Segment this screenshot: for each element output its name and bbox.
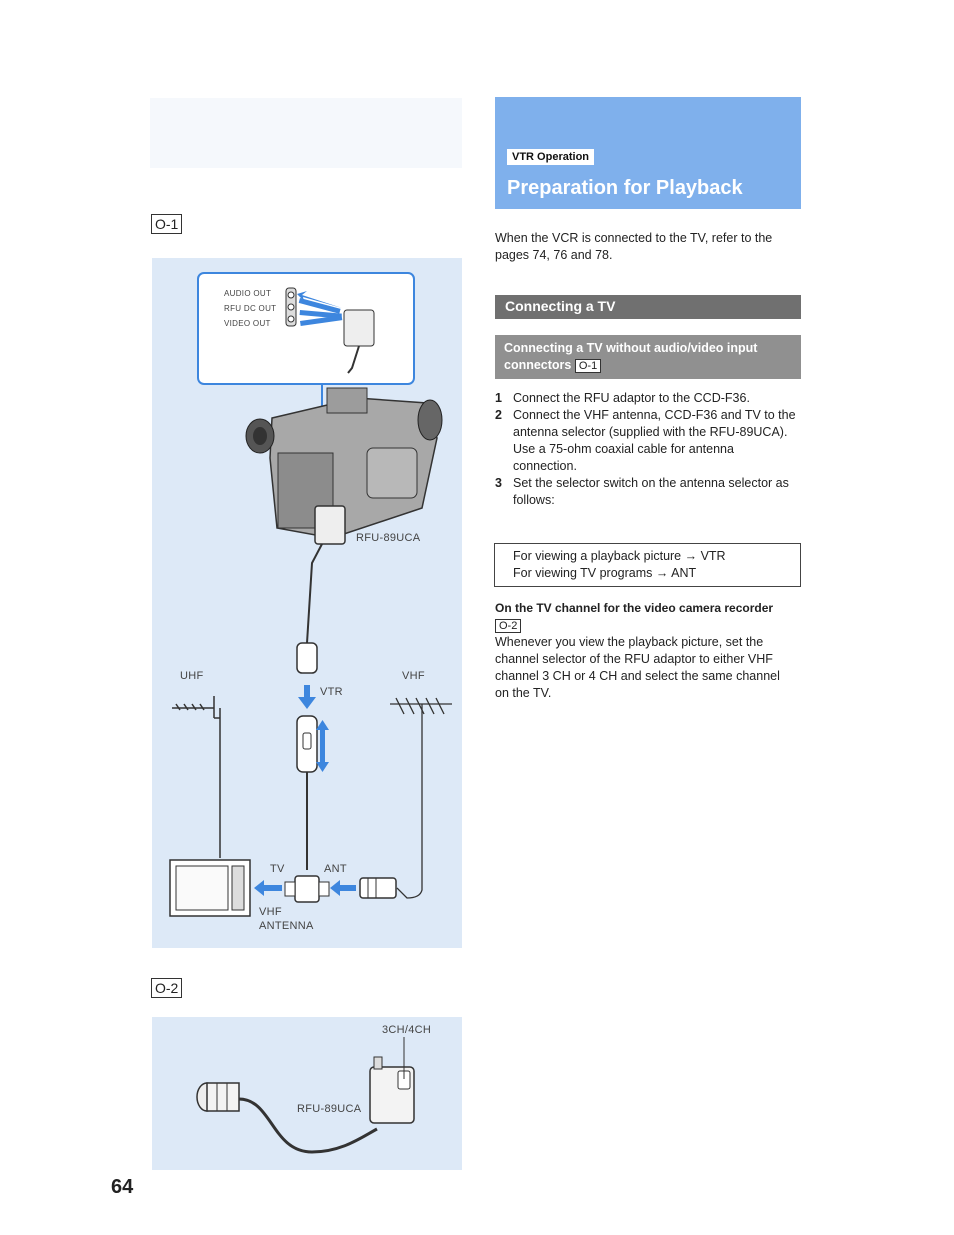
figure-label-o2: O-2 (151, 978, 183, 998)
steps-list: 1 Connect the RFU adaptor to the CCD-F36… (495, 390, 800, 509)
vhf-antenna-label-2: ANTENNA (259, 920, 314, 932)
step-note: Use a 75-ohm coaxial cable for antenna c… (513, 442, 734, 473)
tv-arrow-icon (254, 880, 282, 896)
vhf-label: VHF (402, 670, 425, 682)
rfu-adaptor-diagram (196, 1037, 415, 1154)
section-subtitle: Connecting a TV without audio/video inpu… (504, 341, 758, 372)
ant-arrow-icon (330, 880, 356, 896)
port-label-video-out: VIDEO OUT (224, 319, 271, 328)
step-3: 3 Set the selector switch on the antenna… (495, 475, 800, 509)
step-text: Set the selector switch on the antenna s… (513, 476, 789, 507)
adaptor-cable-icon (238, 1097, 378, 1154)
ant-label: ANT (324, 863, 347, 875)
output-jacks-icon (285, 287, 297, 327)
figure-o2-panel: 3CH/4CH RFU-89UCA (152, 1017, 462, 1170)
channel-heading: On the TV channel for the video camera r… (495, 601, 774, 615)
selector-line-ant: For viewing TV programs → ANT (513, 566, 697, 580)
television-icon (169, 859, 251, 917)
subtitle-ref-o1: O-1 (574, 359, 602, 373)
selector-settings-box: For viewing a playback picture → VTR For… (494, 543, 801, 587)
page-number: 64 (111, 1176, 134, 1198)
section-header: VTR Operation Preparation for Playback (495, 97, 801, 209)
vhf-antenna-icon (390, 697, 452, 899)
rfu-adaptor-icon (314, 505, 346, 545)
channel-section: On the TV channel for the video camera r… (495, 600, 795, 702)
o2-rfu-label: RFU-89UCA (297, 1103, 362, 1115)
figure-o1-panel: AUDIO OUT RFU DC OUT VIDEO OUT RFU-89UCA… (152, 258, 462, 948)
coax-plug-large-icon (196, 1082, 240, 1112)
page-title: Preparation for Playback (507, 177, 743, 199)
plug-arrows-icon (297, 291, 343, 326)
section-subtitle-bar: Connecting a TV without audio/video inpu… (495, 335, 801, 379)
intro-text: When the VCR is connected to the TV, ref… (495, 231, 773, 262)
figure-label-o1: O-1 (151, 214, 183, 234)
camcorder-icon (245, 387, 443, 539)
step-2: 2 Connect the VHF antenna, CCD-F36 and T… (495, 407, 800, 475)
section-title-bar: Connecting a TV (495, 295, 801, 319)
connection-diagram (169, 272, 452, 917)
faint-header-block (150, 98, 462, 168)
uhf-label: UHF (180, 670, 204, 682)
section-title: Connecting a TV (505, 298, 616, 314)
tv-label: TV (270, 863, 285, 875)
splitter-icon (284, 875, 330, 903)
port-label-audio-out: AUDIO OUT (224, 289, 272, 298)
vhf-antenna-label-1: VHF (259, 906, 282, 918)
channel-text: Whenever you view the playback picture, … (495, 635, 780, 700)
uhf-antenna-icon (172, 696, 221, 858)
coax-plug-icon (359, 877, 397, 899)
step-number: 2 (495, 408, 502, 422)
channel-label: 3CH/4CH (382, 1024, 432, 1036)
rfu-adaptor-inset-icon (343, 309, 375, 374)
step-number: 3 (495, 476, 502, 490)
down-arrow-icon (298, 685, 316, 709)
vtr-plug-icon (296, 642, 318, 674)
step-number: 1 (495, 391, 502, 405)
selector-line-vtr: For viewing a playback picture → VTR (513, 549, 726, 563)
rfu-adaptor-large-icon (369, 1056, 415, 1124)
vtr-operation-tag: VTR Operation (507, 149, 595, 165)
step-text: Connect the RFU adaptor to the CCD-F36. (513, 391, 750, 405)
rfu-label: RFU-89UCA (356, 532, 421, 544)
switch-arrow-icon (316, 720, 329, 772)
channel-ref-o2: O-2 (495, 619, 522, 633)
step-1: 1 Connect the RFU adaptor to the CCD-F36… (495, 390, 800, 407)
connector-inset-box (197, 272, 415, 385)
port-label-rfu-dc-out: RFU DC OUT (224, 304, 277, 313)
step-text: Connect the VHF antenna, CCD-F36 and TV … (513, 408, 796, 439)
vtr-label: VTR (320, 686, 343, 698)
